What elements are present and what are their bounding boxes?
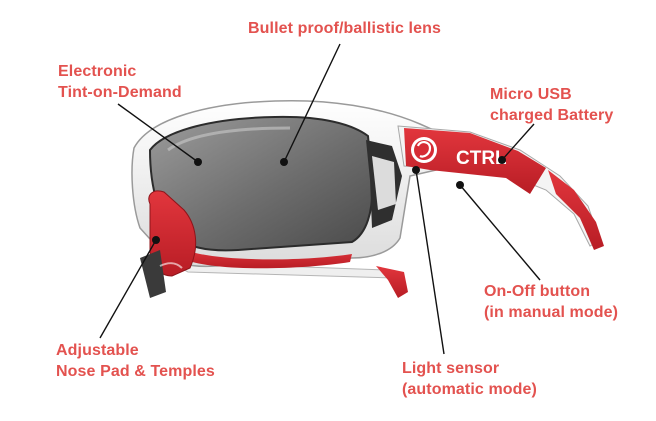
label-button: On-Off button (in manual mode) xyxy=(484,281,618,323)
callout-dots xyxy=(152,156,506,244)
label-button-line1: On-Off button xyxy=(484,283,591,300)
label-sensor: Light sensor (automatic mode) xyxy=(402,358,537,400)
label-sensor-line1: Light sensor xyxy=(402,360,500,377)
label-nose-line1: Adjustable xyxy=(56,342,139,359)
callout-line-usb xyxy=(501,123,535,161)
callout-lines xyxy=(99,43,541,355)
label-nose-line2: Nose Pad & Temples xyxy=(56,363,215,380)
label-tint-line2: Tint-on-Demand xyxy=(58,84,182,101)
callout-dot-usb xyxy=(498,156,506,164)
callout-dot-tint xyxy=(194,158,202,166)
frame xyxy=(131,99,439,269)
callout-dot-lens xyxy=(280,158,288,166)
callout-line-tint xyxy=(117,103,199,163)
callout-dot-sensor xyxy=(412,166,420,174)
near-temple-arm: CTRL xyxy=(397,125,604,250)
label-nose: Adjustable Nose Pad & Temples xyxy=(56,340,215,382)
nose-pad xyxy=(140,190,197,298)
label-sensor-line2: (automatic mode) xyxy=(402,381,537,398)
callout-line-sensor xyxy=(415,169,445,355)
label-usb: Micro USB charged Battery xyxy=(490,84,613,126)
brand-logo-text: CTRL xyxy=(456,148,507,169)
callout-line-button xyxy=(459,184,541,281)
callout-dot-button xyxy=(456,181,464,189)
callout-dot-nose xyxy=(152,236,160,244)
label-lens: Bullet proof/ballistic lens xyxy=(248,18,441,39)
label-button-line2: (in manual mode) xyxy=(484,304,619,321)
callout-line-lens xyxy=(283,43,341,163)
label-usb-line2: charged Battery xyxy=(490,107,614,124)
callout-line-nose xyxy=(99,239,157,339)
label-tint: Electronic Tint-on-Demand xyxy=(58,61,182,103)
label-usb-line1: Micro USB xyxy=(490,86,572,103)
label-tint-line1: Electronic xyxy=(58,63,137,80)
label-lens-text: Bullet proof/ballistic lens xyxy=(248,20,441,37)
